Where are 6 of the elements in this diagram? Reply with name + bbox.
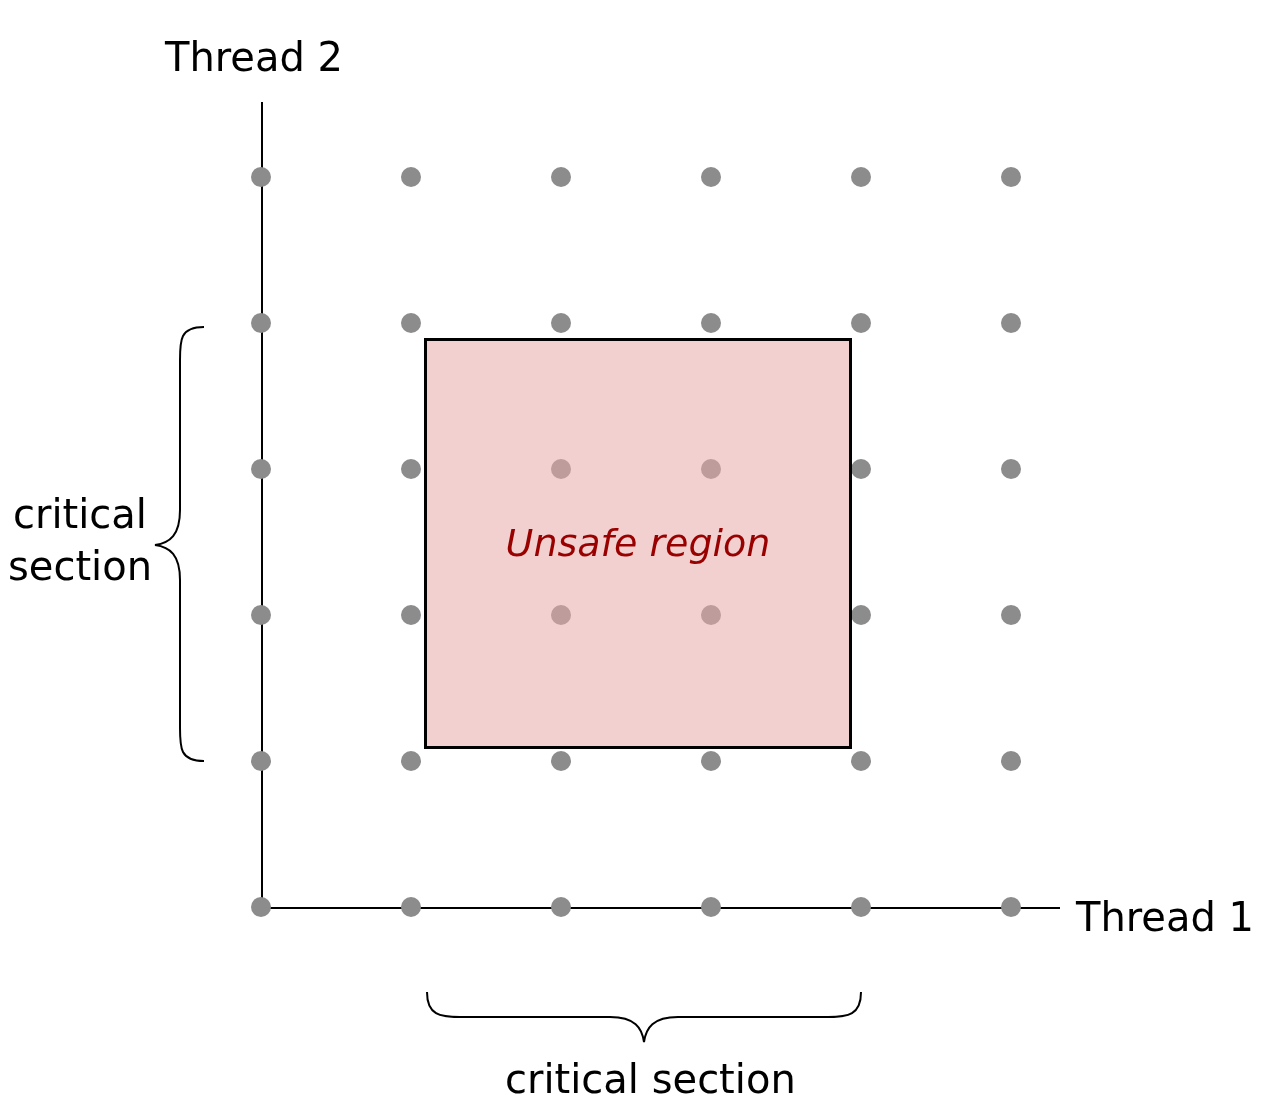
unsafe-region xyxy=(424,338,852,749)
axis-label: Thread 2 xyxy=(165,33,344,82)
region-label: Unsafe region xyxy=(504,521,772,565)
axis-label: Thread 1 xyxy=(1076,893,1255,942)
bracket-label: critical section xyxy=(505,1055,796,1097)
bracket-label: critical section xyxy=(6,490,154,591)
